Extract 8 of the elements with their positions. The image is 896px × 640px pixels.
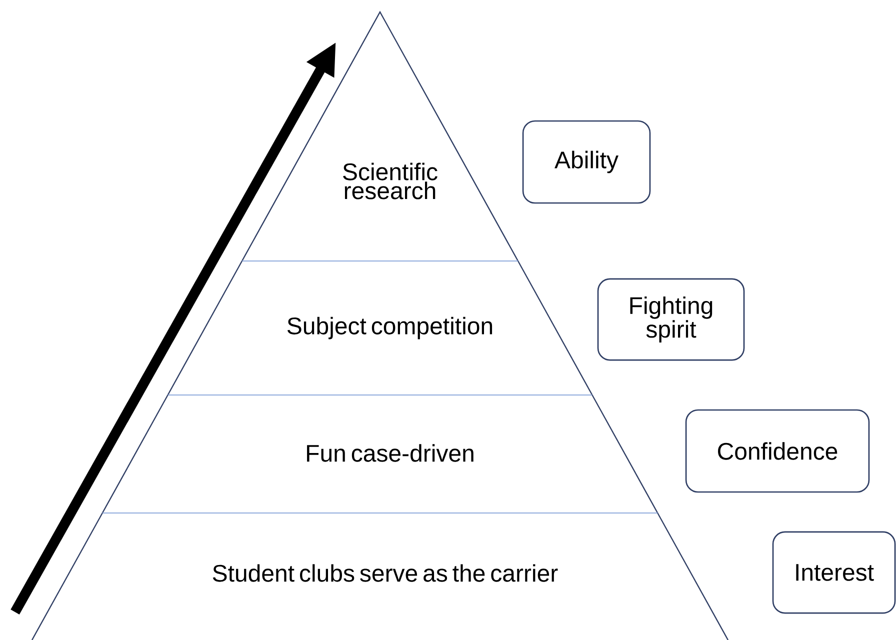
label-box: Confidence: [685, 409, 870, 493]
pyramid-layer: Scientific research: [241, 10, 519, 262]
pyramid-layer: Fun case-driven: [102, 394, 658, 514]
label-box: Interest: [772, 531, 896, 614]
label-box: Fighting spirit: [597, 278, 745, 361]
pyramid-layer: Student clubs serve as the carrier: [31, 512, 729, 640]
pyramid-layer: Subject competition: [167, 260, 593, 396]
label-box: Ability: [522, 120, 651, 204]
